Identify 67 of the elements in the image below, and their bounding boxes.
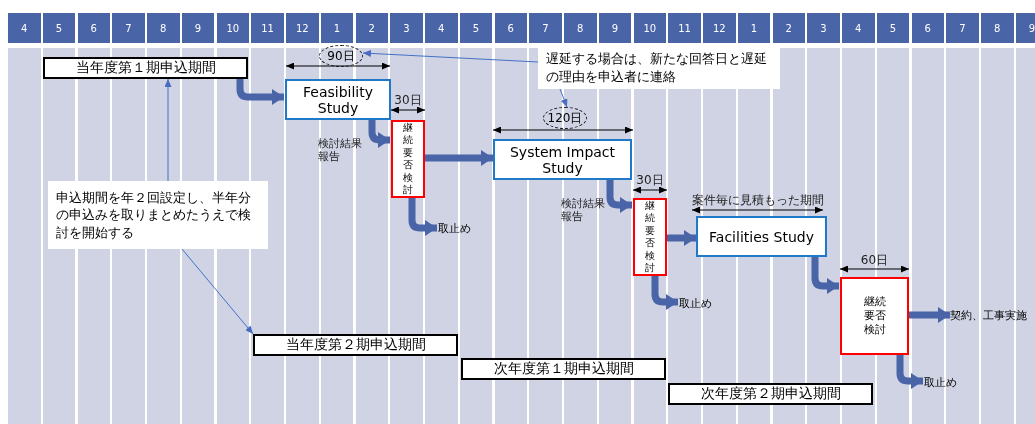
month-header-cell: 9	[1015, 13, 1035, 43]
month-header-cell: 3	[807, 13, 840, 43]
outcome-label: 取止め	[438, 220, 478, 236]
month-header-cell: 9	[181, 13, 215, 43]
month-header-cell: 5	[459, 13, 493, 43]
month-header-cell: 5	[876, 13, 910, 43]
month-header-cell: 1	[737, 13, 771, 43]
month-header-cell: 10	[633, 13, 666, 43]
duration-label: 60日	[859, 252, 890, 269]
decision-box: 継続要否検討	[391, 120, 425, 198]
outcome-label: 取止め	[679, 295, 719, 311]
process-box: Facilities Study	[696, 216, 827, 257]
month-header-cell: 1	[320, 13, 354, 43]
outcome-label: 取止め	[924, 374, 964, 390]
callout-note: 申込期間を年２回設定し、半年分の申込みを取りまとめたうえで検討を開始する	[48, 181, 268, 249]
block-arrow	[368, 120, 390, 148]
month-header-cell: 12	[703, 13, 736, 43]
month-header-cell: 5	[42, 13, 76, 43]
duration-label: 案件毎に見積もった期間	[692, 192, 823, 209]
block-arrow	[896, 355, 923, 389]
block-arrow	[909, 307, 950, 323]
month-header-cell: 4	[842, 13, 875, 43]
month-header-cell: 6	[494, 13, 527, 43]
month-header-cell: 7	[529, 13, 562, 43]
month-header-cell: 2	[355, 13, 388, 43]
month-header-cell: 7	[112, 13, 145, 43]
period-box: 次年度第１期申込期間	[461, 358, 666, 380]
leader-arrow	[164, 78, 172, 182]
month-header-cell: 6	[77, 13, 110, 43]
callout-note: 遅延する場合は、新たな回答日と遅延の理由を申込者に連絡	[538, 46, 780, 89]
block-arrow	[236, 79, 284, 105]
month-header-cell: 7	[946, 13, 979, 43]
leader-arrow	[181, 248, 254, 335]
period-box: 次年度第２期申込期間	[668, 383, 873, 405]
month-header-cell: 10	[216, 13, 249, 43]
month-header-cell: 4	[8, 13, 41, 43]
month-header-cell: 11	[668, 13, 701, 43]
month-header-cell: 8	[981, 13, 1014, 43]
block-arrow	[811, 257, 839, 294]
edge-label: 検討結果報告	[318, 137, 363, 164]
month-header-cell: 9	[598, 13, 632, 43]
month-header-cell: 2	[772, 13, 805, 43]
process-box: Feasibility Study	[285, 79, 391, 120]
month-header-cell: 8	[147, 13, 180, 43]
outcome-label: 契約、工事実施	[950, 307, 1032, 323]
period-box: 当年度第２期申込期間	[253, 334, 458, 356]
duration-label: 30日	[635, 172, 665, 189]
edge-label: 検討結果報告	[561, 197, 606, 224]
block-arrow	[651, 276, 678, 310]
period-box: 当年度第１期申込期間	[43, 57, 248, 79]
block-arrow	[667, 230, 696, 246]
duration-label: 30日	[393, 92, 423, 109]
leader-arrow	[362, 49, 539, 63]
block-arrow	[425, 150, 493, 166]
block-arrow	[408, 198, 437, 236]
decision-box: 継続要否検討	[840, 277, 909, 355]
process-box: System Impact Study	[493, 139, 632, 180]
node-label: 遅延する場合は、新たな回答日と遅延の理由を申込者に連絡	[546, 50, 767, 84]
month-header-cell: 12	[286, 13, 319, 43]
block-arrow	[606, 180, 632, 213]
leader-arrow	[559, 88, 568, 108]
month-header-cell: 11	[251, 13, 284, 43]
month-header-cell: 4	[425, 13, 458, 43]
month-header-cell: 3	[390, 13, 423, 43]
month-header-cell: 8	[564, 13, 597, 43]
decision-box: 継続要否検討	[633, 198, 667, 276]
month-header-cell: 6	[911, 13, 944, 43]
